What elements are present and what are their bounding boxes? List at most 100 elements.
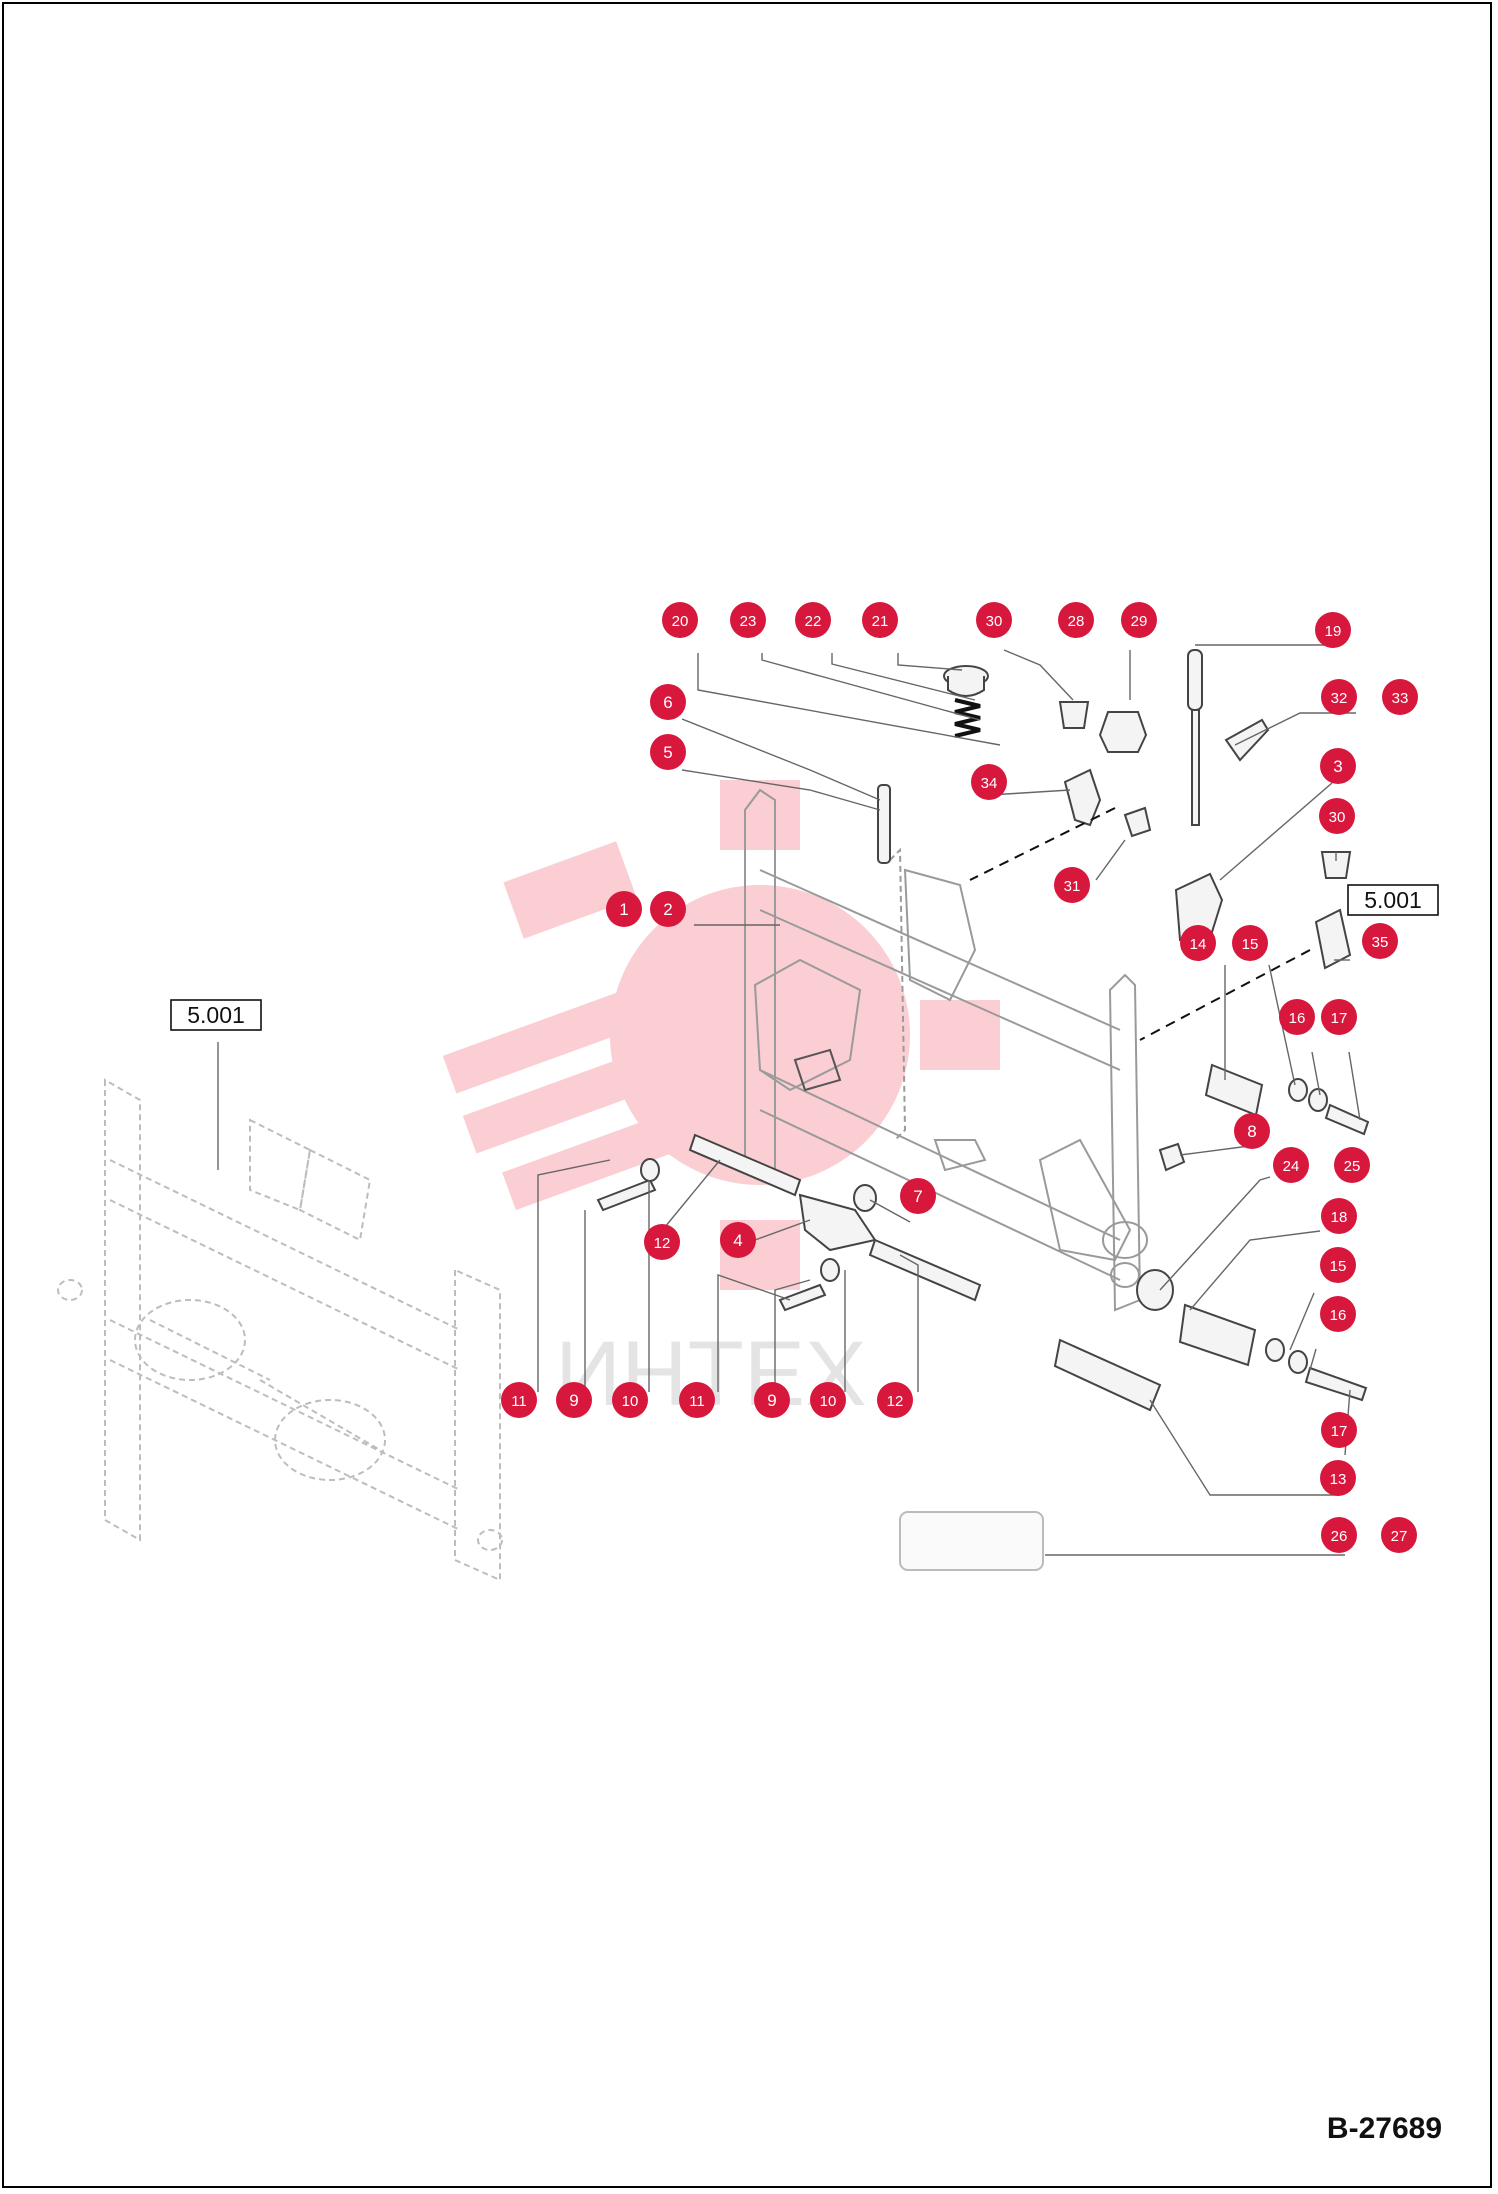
callout-circle [1273, 1147, 1309, 1183]
callout-25: 25 [1334, 1147, 1370, 1183]
callout-number: 2 [663, 900, 672, 919]
callout-10b: 10 [810, 1382, 846, 1418]
callout-circle [877, 1382, 913, 1418]
callout-circle [606, 891, 642, 927]
callout-number: 31 [1064, 878, 1081, 895]
callout-11a: 11 [501, 1382, 537, 1418]
sheet-code: B-27689 [1326, 2112, 1442, 2145]
leader-lines [217, 644, 1361, 1556]
callout-number: 30 [986, 613, 1003, 630]
callout-number: 15 [1330, 1258, 1347, 1275]
callout-circle [650, 891, 686, 927]
callout-circle [795, 602, 831, 638]
callout-circle [810, 1382, 846, 1418]
callout-number: 26 [1331, 1528, 1348, 1545]
callout-circle [556, 1382, 592, 1418]
callout-circle [1334, 1147, 1370, 1183]
callout-29: 29 [1121, 602, 1157, 638]
callout-circle [1232, 925, 1268, 961]
callout-circle [1319, 798, 1355, 834]
callout-circle [976, 602, 1012, 638]
callout-number: 10 [622, 1393, 639, 1410]
callout-number: 13 [1330, 1471, 1347, 1488]
callout-35: 35 [1362, 923, 1398, 959]
callout-12b: 12 [877, 1382, 913, 1418]
callout-9a: 9 [556, 1382, 592, 1418]
callout-circle [501, 1382, 537, 1418]
callout-1: 1 [606, 891, 642, 927]
callout-number: 9 [767, 1391, 776, 1410]
callout-circle [1279, 999, 1315, 1035]
callout-number: 11 [511, 1393, 527, 1410]
callout-circle [971, 764, 1007, 800]
background-assembly [57, 1078, 503, 1582]
callout-number: 8 [1247, 1122, 1256, 1141]
callout-20: 20 [662, 602, 698, 638]
callout-circle [1381, 1517, 1417, 1553]
callout-circle [679, 1382, 715, 1418]
callout-number: 19 [1325, 623, 1342, 640]
callout-circle [644, 1224, 680, 1260]
callout-number: 16 [1289, 1010, 1306, 1027]
callout-number: 1 [619, 900, 628, 919]
callout-12a: 12 [644, 1224, 680, 1260]
callout-16b: 16 [1320, 1296, 1356, 1332]
callout-17: 17 [1321, 999, 1357, 1035]
callout-circle [1058, 602, 1094, 638]
callout-14: 14 [1180, 925, 1216, 961]
callout-number: 22 [805, 613, 822, 630]
callout-5: 5 [650, 734, 686, 770]
callout-number: 24 [1283, 1158, 1300, 1175]
callout-26: 26 [1321, 1517, 1357, 1553]
callout-circle [1321, 1198, 1357, 1234]
callout-circle [1234, 1113, 1270, 1149]
callout-number: 9 [569, 1391, 578, 1410]
main-frame-assembly [744, 788, 1148, 1312]
callout-19: 19 [1315, 612, 1351, 648]
callout-15: 15 [1232, 925, 1268, 961]
callout-circle [900, 1178, 936, 1214]
callout-number: 18 [1331, 1209, 1348, 1226]
callout-number: 30 [1329, 809, 1346, 826]
callout-3: 3 [1320, 748, 1356, 784]
callout-circle [1180, 925, 1216, 961]
callout-30b: 30 [1319, 798, 1355, 834]
callout-circle [1382, 679, 1418, 715]
callout-number: 16 [1330, 1307, 1347, 1324]
callout-circle [662, 602, 698, 638]
callout-number: 17 [1331, 1423, 1348, 1440]
callout-number: 32 [1331, 690, 1348, 707]
callout-circle [1320, 748, 1356, 784]
callout-circle [1054, 867, 1090, 903]
callout-15b: 15 [1320, 1247, 1356, 1283]
callout-number: 15 [1242, 936, 1259, 953]
parts-outlines [596, 649, 1370, 1571]
callout-28: 28 [1058, 602, 1094, 638]
callout-number: 28 [1068, 613, 1085, 630]
callout-circle [1320, 1247, 1356, 1283]
callout-27: 27 [1381, 1517, 1417, 1553]
callout-24: 24 [1273, 1147, 1309, 1183]
callout-9b: 9 [754, 1382, 790, 1418]
callout-number: 21 [872, 613, 889, 630]
callout-circle [720, 1222, 756, 1258]
callout-number: 10 [820, 1393, 837, 1410]
callout-circle [730, 602, 766, 638]
callout-circle [1321, 679, 1357, 715]
reference-label-left: 5.001 [187, 1002, 245, 1028]
callout-4: 4 [720, 1222, 756, 1258]
callout-number: 5 [663, 743, 672, 762]
callout-33: 33 [1382, 679, 1418, 715]
callout-circle [650, 734, 686, 770]
assembly-axes [969, 807, 1311, 1041]
callout-circle [1321, 1412, 1357, 1448]
callout-2: 2 [650, 891, 686, 927]
callout-30: 30 [976, 602, 1012, 638]
callout-number: 12 [654, 1235, 671, 1252]
callout-number: 7 [913, 1187, 922, 1206]
callout-number: 14 [1190, 936, 1207, 953]
callout-number: 6 [663, 693, 672, 712]
